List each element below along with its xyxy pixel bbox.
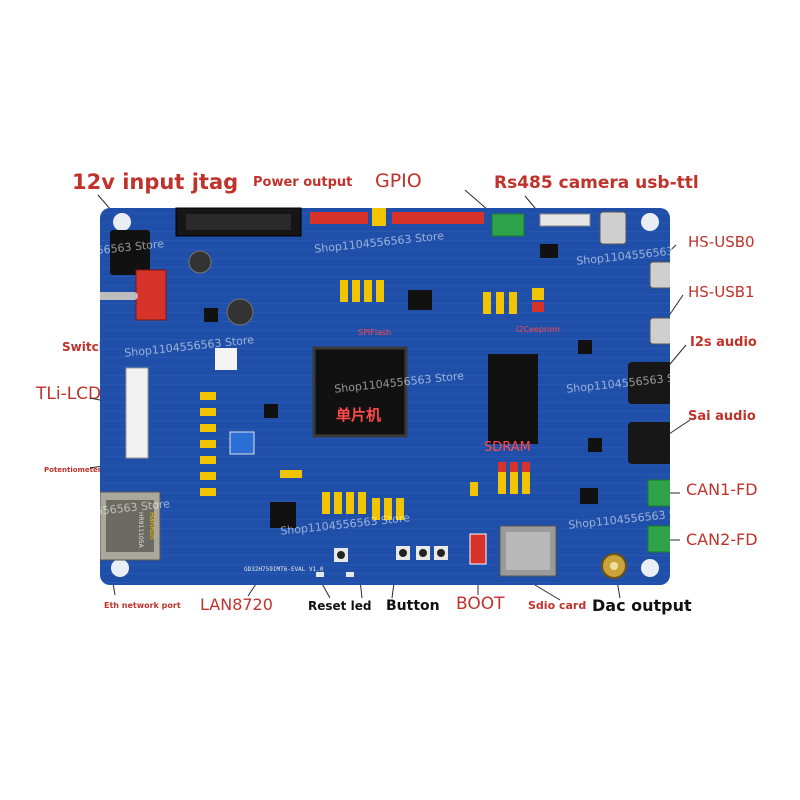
lower-jumpers bbox=[280, 470, 530, 520]
dev-board-graphic bbox=[100, 207, 670, 585]
can1-terminal bbox=[647, 479, 670, 507]
label-can2-fd: CAN2-FD bbox=[686, 530, 758, 549]
label-i2s-audio: I2s audio bbox=[690, 335, 757, 350]
camera-connector bbox=[539, 213, 591, 227]
i2s-audio-jack bbox=[628, 362, 670, 404]
sd-card-cover bbox=[506, 532, 550, 570]
label-sdio-card: Sdio card bbox=[528, 599, 587, 612]
label-reset-led: Reset led bbox=[308, 599, 372, 613]
potentiometer bbox=[229, 431, 255, 455]
label-can1-fd: CAN1-FD bbox=[686, 480, 758, 499]
label-dac-output: Dac output bbox=[592, 596, 692, 615]
push-buttons bbox=[334, 546, 448, 562]
rs485-terminal bbox=[491, 213, 525, 237]
rj45-brand: HanRun bbox=[148, 512, 156, 540]
rj45-model: HR911105A bbox=[137, 512, 144, 548]
sai-audio-jack bbox=[628, 422, 670, 464]
mounting-hole-bl bbox=[111, 559, 129, 577]
mounting-hole-tr bbox=[641, 213, 659, 231]
mid-jumpers bbox=[340, 280, 517, 314]
status-leds bbox=[316, 572, 354, 577]
label-sai-audio: Sai audio bbox=[688, 409, 756, 424]
power-output-header bbox=[310, 212, 368, 224]
label-potentiometer: Potentiometer bbox=[44, 466, 102, 474]
label-switch: Switch bbox=[62, 340, 108, 354]
label-hs-usb1: HS-USB1 bbox=[688, 283, 755, 301]
mcu-chip bbox=[312, 346, 408, 438]
mounting-hole-br bbox=[641, 559, 659, 577]
lcd-fpc-connector bbox=[125, 367, 149, 459]
capacitor-1 bbox=[188, 250, 212, 274]
white-connector bbox=[215, 348, 237, 370]
spi-flash-chip bbox=[408, 290, 432, 310]
mounting-hole-tl bbox=[113, 213, 131, 231]
label-button: Button bbox=[386, 598, 440, 614]
power-switch bbox=[135, 269, 167, 321]
can2-terminal bbox=[647, 525, 670, 553]
boot-switch bbox=[469, 533, 487, 565]
switch-lever bbox=[100, 292, 138, 300]
label-eth-network-port: Eth network port bbox=[104, 601, 181, 610]
label-gpio: GPIO bbox=[375, 170, 422, 192]
capacitor-2 bbox=[226, 298, 254, 326]
silk-board-name: GD32H759IMT6-EVAL V1.0 bbox=[244, 566, 324, 573]
silk-spi-flash: SPIFlash bbox=[358, 328, 392, 337]
label-power-output: Power output bbox=[253, 175, 353, 190]
silk-sdram-label: SDRAM bbox=[484, 440, 531, 455]
gpio-header bbox=[392, 212, 484, 224]
hs-usb1-port bbox=[649, 317, 670, 345]
rj45-body bbox=[106, 500, 154, 552]
label-hs-usb0: HS-USB0 bbox=[688, 233, 755, 251]
lcd-jumpers bbox=[200, 392, 216, 496]
silk-i2c-eeprom: I2Ceeprom bbox=[516, 325, 560, 334]
power-jumper bbox=[372, 208, 386, 226]
sma-center-pin bbox=[610, 562, 618, 570]
small-chips bbox=[204, 244, 602, 504]
lan8720-chip bbox=[270, 502, 296, 528]
label-boot: BOOT bbox=[456, 594, 505, 614]
i2c-eeprom-jumper bbox=[532, 288, 544, 300]
jtag-socket bbox=[186, 214, 291, 230]
label-12v-input-jtag: 12v input jtag bbox=[72, 170, 239, 194]
label-tli-lcd: TLi-LCD bbox=[36, 384, 102, 404]
usb-ttl-port bbox=[599, 211, 627, 245]
dc-power-jack bbox=[110, 230, 150, 275]
label-lan8720: LAN8720 bbox=[200, 595, 273, 614]
silk-mcu-label: 单片机 bbox=[336, 406, 382, 424]
hs-usb0-port bbox=[649, 261, 670, 289]
dev-board-photo: SPIFlash I2Ceeprom 单片机 SDRAM HanRun HR91… bbox=[34, 200, 707, 585]
i2c-eeprom-header bbox=[532, 302, 544, 312]
sdram-chip bbox=[488, 354, 538, 444]
sdram-red-headers bbox=[498, 462, 530, 472]
label-rs485-camera-usb-ttl: Rs485 camera usb-ttl bbox=[494, 173, 699, 193]
